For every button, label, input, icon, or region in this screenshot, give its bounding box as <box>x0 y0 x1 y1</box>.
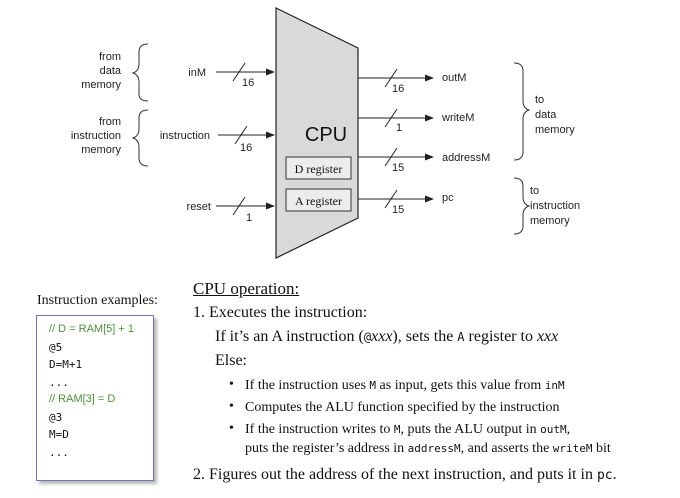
writeM-label: writeM <box>441 112 474 124</box>
if-a-xxx: xxx <box>371 328 393 345</box>
step2-text-1: 2. Figures out the address of the next i… <box>193 466 597 483</box>
bullet-3-dot: • <box>229 421 234 436</box>
b3-outm: outM <box>540 423 567 436</box>
operation-bullet-2: Computes the ALU function specified by t… <box>245 400 560 415</box>
b3-text-1: If the instruction writes to <box>245 422 394 437</box>
bullet-2-dot: • <box>229 399 234 414</box>
operation-else: Else: <box>215 352 247 369</box>
writeM-width: 1 <box>396 122 402 134</box>
data-memory-target-1: to <box>535 94 544 106</box>
operation-bullet-3: If the instruction writes to M, puts the… <box>245 422 570 438</box>
b3b-text-2: , and asserts the <box>460 441 553 456</box>
d-register-label: D register <box>295 162 343 176</box>
a-register-label: A register <box>295 194 342 208</box>
if-a-text-3: register to <box>464 328 537 345</box>
example-line-5: // RAM[3] = D <box>49 393 116 405</box>
inM-width: 16 <box>242 77 254 89</box>
data-memory-source-2: data <box>100 65 122 77</box>
example-line-2: @5 <box>49 340 63 354</box>
data-memory-source-3: memory <box>81 79 121 91</box>
pc-width: 15 <box>392 204 404 216</box>
instruction-memory-target-1: to <box>530 185 539 197</box>
if-a-at: @ <box>363 330 372 344</box>
data-memory-target-3: memory <box>535 124 575 136</box>
examples-title: Instruction examples: <box>37 293 158 308</box>
instruction-memory-source-1: from <box>99 116 121 128</box>
instruction-memory-target-brace <box>513 177 531 235</box>
example-line-6: @3 <box>49 410 63 424</box>
if-a-xxx-2: xxx <box>536 328 559 345</box>
b3-text-3: , <box>566 422 571 437</box>
example-line-7: M=D <box>49 428 69 441</box>
addressM-width: 15 <box>392 162 404 174</box>
pc-label: pc <box>442 192 454 204</box>
instruction-memory-source-2: instruction <box>71 130 121 142</box>
data-memory-source-1: from <box>99 51 121 63</box>
b1-text-2: as input, gets this value from <box>376 378 545 393</box>
examples-box: // D = RAM[5] + 1 @5 D=M+1 ... // RAM[3]… <box>36 315 154 481</box>
if-a-register: A <box>457 330 465 344</box>
d-register-box <box>285 156 352 180</box>
b3b-writeM: writeM <box>552 442 593 455</box>
reset-width: 1 <box>246 212 252 224</box>
data-memory-source-brace <box>131 43 149 102</box>
operation-title: CPU operation: <box>193 279 300 298</box>
instruction-memory-source-3: memory <box>81 144 121 156</box>
data-memory-target-brace <box>513 62 531 161</box>
b1-inm: inM <box>544 379 565 392</box>
b1-m: M <box>369 379 377 392</box>
cpu-diagram: CPU D register A register from data memo… <box>71 7 580 259</box>
operation-step-1: 1. Executes the instruction: <box>193 304 368 321</box>
example-line-4: ... <box>49 375 69 389</box>
cpu-title: CPU <box>305 124 347 146</box>
instruction-width: 16 <box>240 142 252 154</box>
b3-m: M <box>393 423 401 436</box>
step2-text-2: . <box>612 466 617 483</box>
bullet-1-dot: • <box>229 377 234 392</box>
addressM-label: addressM <box>442 152 490 164</box>
instruction-label: instruction <box>160 130 210 142</box>
outM-width: 16 <box>392 83 404 95</box>
inM-label: inM <box>188 67 206 79</box>
instruction-memory-source-brace <box>131 109 149 167</box>
if-a-text-1: If it’s an A instruction ( <box>215 328 364 345</box>
b3b-text-3: bit <box>592 441 611 456</box>
example-line-3: D=M+1 <box>49 358 83 371</box>
instruction-memory-target-3: memory <box>530 215 570 227</box>
instruction-memory-target-2: instruction <box>530 200 580 212</box>
b1-text-1: If the instruction uses <box>245 378 370 393</box>
b3b-addressM: addressM <box>407 442 461 455</box>
step2-pc: pc <box>596 468 613 483</box>
example-line-8: ... <box>49 445 69 459</box>
b3-text-2: , puts the ALU output in <box>400 422 541 437</box>
operation-if-a-instruction: If it’s an A instruction (@xxx), sets th… <box>215 328 558 346</box>
reset-label: reset <box>187 201 211 213</box>
a-register-box <box>285 188 352 212</box>
operation-bullet-1: If the instruction uses M as input, gets… <box>245 378 565 394</box>
example-line-1: // D = RAM[5] + 1 <box>49 323 134 335</box>
operation-step-2: 2. Figures out the address of the next i… <box>193 466 617 484</box>
outM-label: outM <box>442 72 466 84</box>
if-a-text-2: ), sets the <box>392 328 458 345</box>
data-memory-target-2: data <box>535 109 557 121</box>
operation-bullet-3-continued: puts the register’s address in addressM,… <box>245 441 611 457</box>
b3b-text-1: puts the register’s address in <box>245 441 408 456</box>
